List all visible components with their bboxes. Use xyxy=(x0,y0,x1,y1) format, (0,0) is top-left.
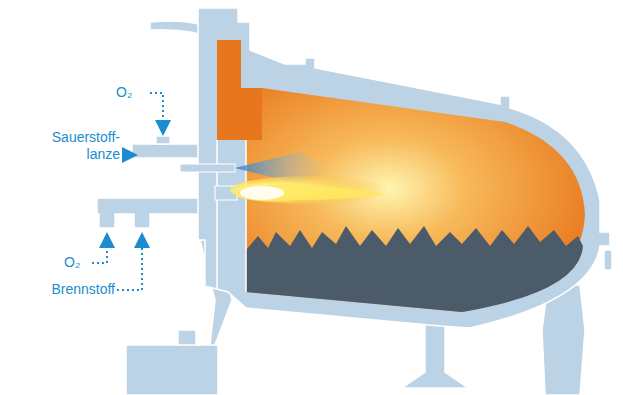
part-label: O₂ xyxy=(64,254,94,271)
part-label: Brennstoff xyxy=(30,281,115,298)
part-label: Sauerstoff- lanze xyxy=(40,129,120,163)
part-label: O₂ xyxy=(116,84,148,101)
